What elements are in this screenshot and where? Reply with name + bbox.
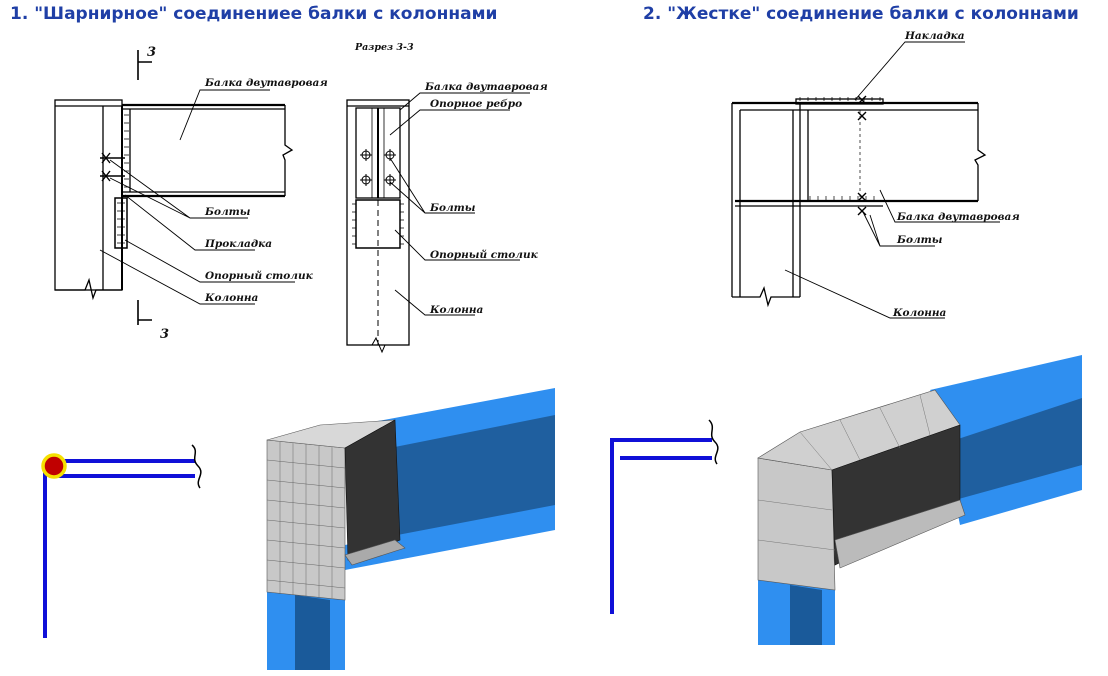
rigid-column-label: Колонна (892, 307, 947, 319)
rigid-connection-title: 2. "Жестке" соединение балки с колоннами (643, 4, 1079, 24)
hinged-frame-schematic (43, 444, 202, 638)
support-table-label: Опорный столик (205, 269, 314, 282)
section-mark-top: 3 (147, 45, 156, 60)
hinged-connection-title: 1. "Шарнирное" соединениее балки с колон… (10, 4, 498, 24)
bolt-symbols (100, 152, 125, 182)
bolts-label: Болты (204, 206, 251, 218)
rib-label: Опорное ребро (430, 98, 522, 110)
hinge-marker-icon (41, 453, 67, 479)
hinged-elevation-drawing (54, 50, 295, 325)
section-bolts-label: Болты (429, 202, 476, 214)
gasket-label: Прокладка (204, 238, 272, 250)
section-mark-bottom: 3 (160, 327, 169, 342)
rigid-bolts-label: Болты (896, 234, 943, 246)
rigid-beam-label: Балка двутавровая (896, 211, 1020, 223)
section-beam-label: Балка двутавровая (424, 81, 548, 93)
section-column-label: Колонна (429, 304, 484, 316)
beam-label: Балка двутавровая (204, 77, 328, 89)
rigid-3d-model (757, 355, 1082, 645)
section-title: Разрез 3-3 (354, 42, 414, 53)
column-label: Колонна (204, 292, 259, 304)
hinged-3d-model (266, 388, 555, 670)
column-outline (54, 99, 123, 291)
plate-label: Накладка (904, 30, 965, 42)
section-support-table-label: Опорный столик (430, 248, 539, 261)
section-3-3-drawing (346, 92, 530, 354)
rigid-elevation-drawing (731, 41, 1000, 319)
rigid-frame-schematic (610, 419, 719, 614)
